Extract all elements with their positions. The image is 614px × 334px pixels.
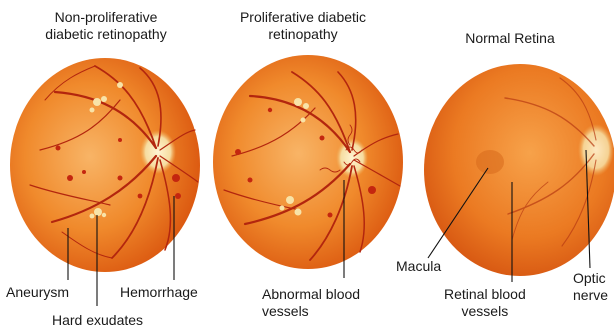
label-aneurysm: Aneurysm bbox=[6, 284, 69, 301]
normal-retina bbox=[424, 64, 614, 276]
label-retinal-blood-vessels: Retinal blood vessels bbox=[444, 286, 526, 320]
label-optic-nerve: Optic nerve bbox=[573, 270, 614, 304]
title-proliferative: Proliferative diabetic retinopathy bbox=[208, 9, 398, 43]
optic-nerve-head bbox=[578, 124, 614, 176]
label-abnormal-blood-vessels: Abnormal blood vessels bbox=[262, 286, 360, 320]
macula-spot bbox=[476, 150, 504, 174]
label-macula: Macula bbox=[396, 258, 441, 275]
optic-disc-middle bbox=[336, 138, 368, 178]
proliferative-retina bbox=[213, 55, 403, 269]
label-hard-exudates: Hard exudates bbox=[52, 312, 143, 329]
title-nonproliferative: Non-proliferative diabetic retinopathy bbox=[16, 9, 196, 43]
label-hemorrhage: Hemorrhage bbox=[120, 284, 198, 301]
title-normal-retina: Normal Retina bbox=[440, 30, 580, 47]
nonproliferative-retina bbox=[10, 58, 200, 272]
retina-disc-middle bbox=[213, 55, 403, 269]
